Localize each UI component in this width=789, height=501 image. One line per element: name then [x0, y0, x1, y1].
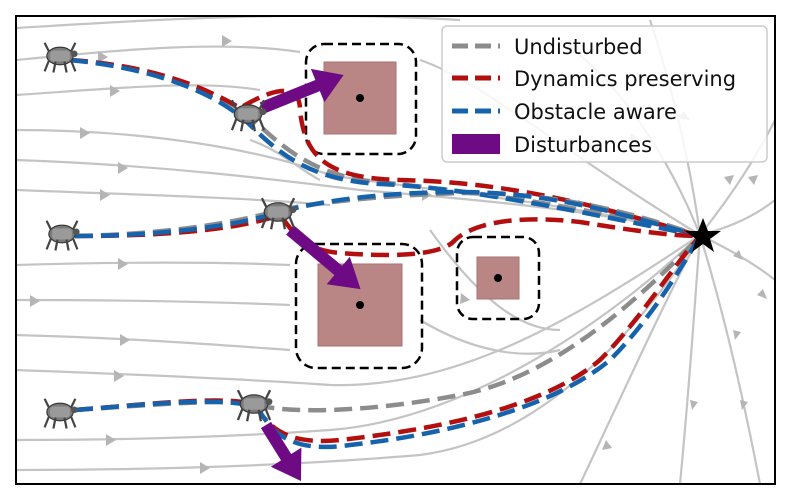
streamline [16, 298, 291, 307]
dot-icon [356, 94, 364, 102]
streamline [16, 261, 291, 267]
legend-label: Undisturbed [514, 35, 643, 59]
legend-label: Dynamics preserving [514, 67, 736, 91]
obstacle-3 [455, 235, 541, 321]
streamline-arrow-icon [114, 370, 124, 382]
streamline [678, 234, 702, 484]
streamline [429, 229, 561, 332]
obstacle-2 [294, 242, 424, 370]
streamline-arrow-icon [30, 295, 40, 307]
streamline-arrow-icon [733, 250, 743, 260]
trajectory-dynamics-preserving [69, 57, 701, 239]
trajectory-obstacle-aware [69, 57, 701, 239]
obstacle-boundary [455, 235, 541, 321]
streamline-arrow-icon [100, 189, 110, 201]
trajectory-dynamics-preserving [74, 212, 701, 258]
legend: Undisturbed Dynamics preserving Obstacle… [441, 25, 768, 163]
streamline-arrow-icon [200, 462, 210, 474]
axes-frame [15, 15, 776, 485]
star-goal-icon [685, 218, 721, 252]
streamline-arrow-icon [118, 162, 128, 174]
legend-entry-undisturbed: Undisturbed [452, 35, 643, 59]
streamline-arrow-icon [740, 400, 748, 410]
streamline [16, 333, 291, 352]
streamline-arrow-icon [757, 289, 767, 299]
streamline-arrow-icon [748, 175, 758, 185]
disturbances [259, 68, 361, 481]
legend-box [441, 25, 768, 163]
obstacle-boundary [294, 242, 424, 370]
streamline-arrow-icon [80, 127, 90, 139]
streamline-arrow-icon [118, 258, 128, 270]
dot-icon [494, 274, 502, 282]
streamline-arrow-icon [733, 330, 741, 340]
streamline-arrow-icon [690, 400, 698, 410]
streamline [16, 84, 261, 97]
streamline [16, 234, 701, 442]
streamline [419, 319, 561, 355]
streamline-arrow-icon [724, 175, 734, 185]
streamline-arrow-icon [222, 35, 232, 47]
trajectory-obstacle-aware [74, 234, 702, 450]
dot-icon [356, 301, 364, 309]
legend-label: Obstacle aware [514, 100, 677, 124]
disturbance-arrow-icon [260, 421, 302, 481]
legend-entry-disturbances: Disturbances [452, 133, 652, 157]
streamline-arrow-icon [120, 334, 130, 346]
streamline [16, 234, 701, 387]
streamline [249, 138, 321, 181]
obstacle-boundary [304, 42, 418, 156]
streamline [16, 188, 331, 207]
streamline-arrow-icon [110, 85, 120, 97]
legend-entry-obstacle-aware: Obstacle aware [452, 100, 677, 124]
legend-label: Disturbances [514, 133, 652, 157]
streamline-arrow-icon [460, 293, 470, 304]
disturbance-arrow-icon [286, 225, 361, 290]
streamline [698, 234, 762, 484]
trajectory-obstacle-aware [74, 189, 701, 239]
trajectories [69, 57, 702, 450]
streamline-arrow-icon [106, 434, 116, 446]
legend-swatch [452, 134, 500, 154]
streamline-arrow-icon [602, 440, 612, 450]
streamline [16, 234, 701, 472]
streamline-arrow-icon [98, 51, 108, 63]
legend-entry-dynamics-preserving: Dynamics preserving [452, 67, 736, 91]
disturbance-arrow-icon [259, 68, 344, 114]
